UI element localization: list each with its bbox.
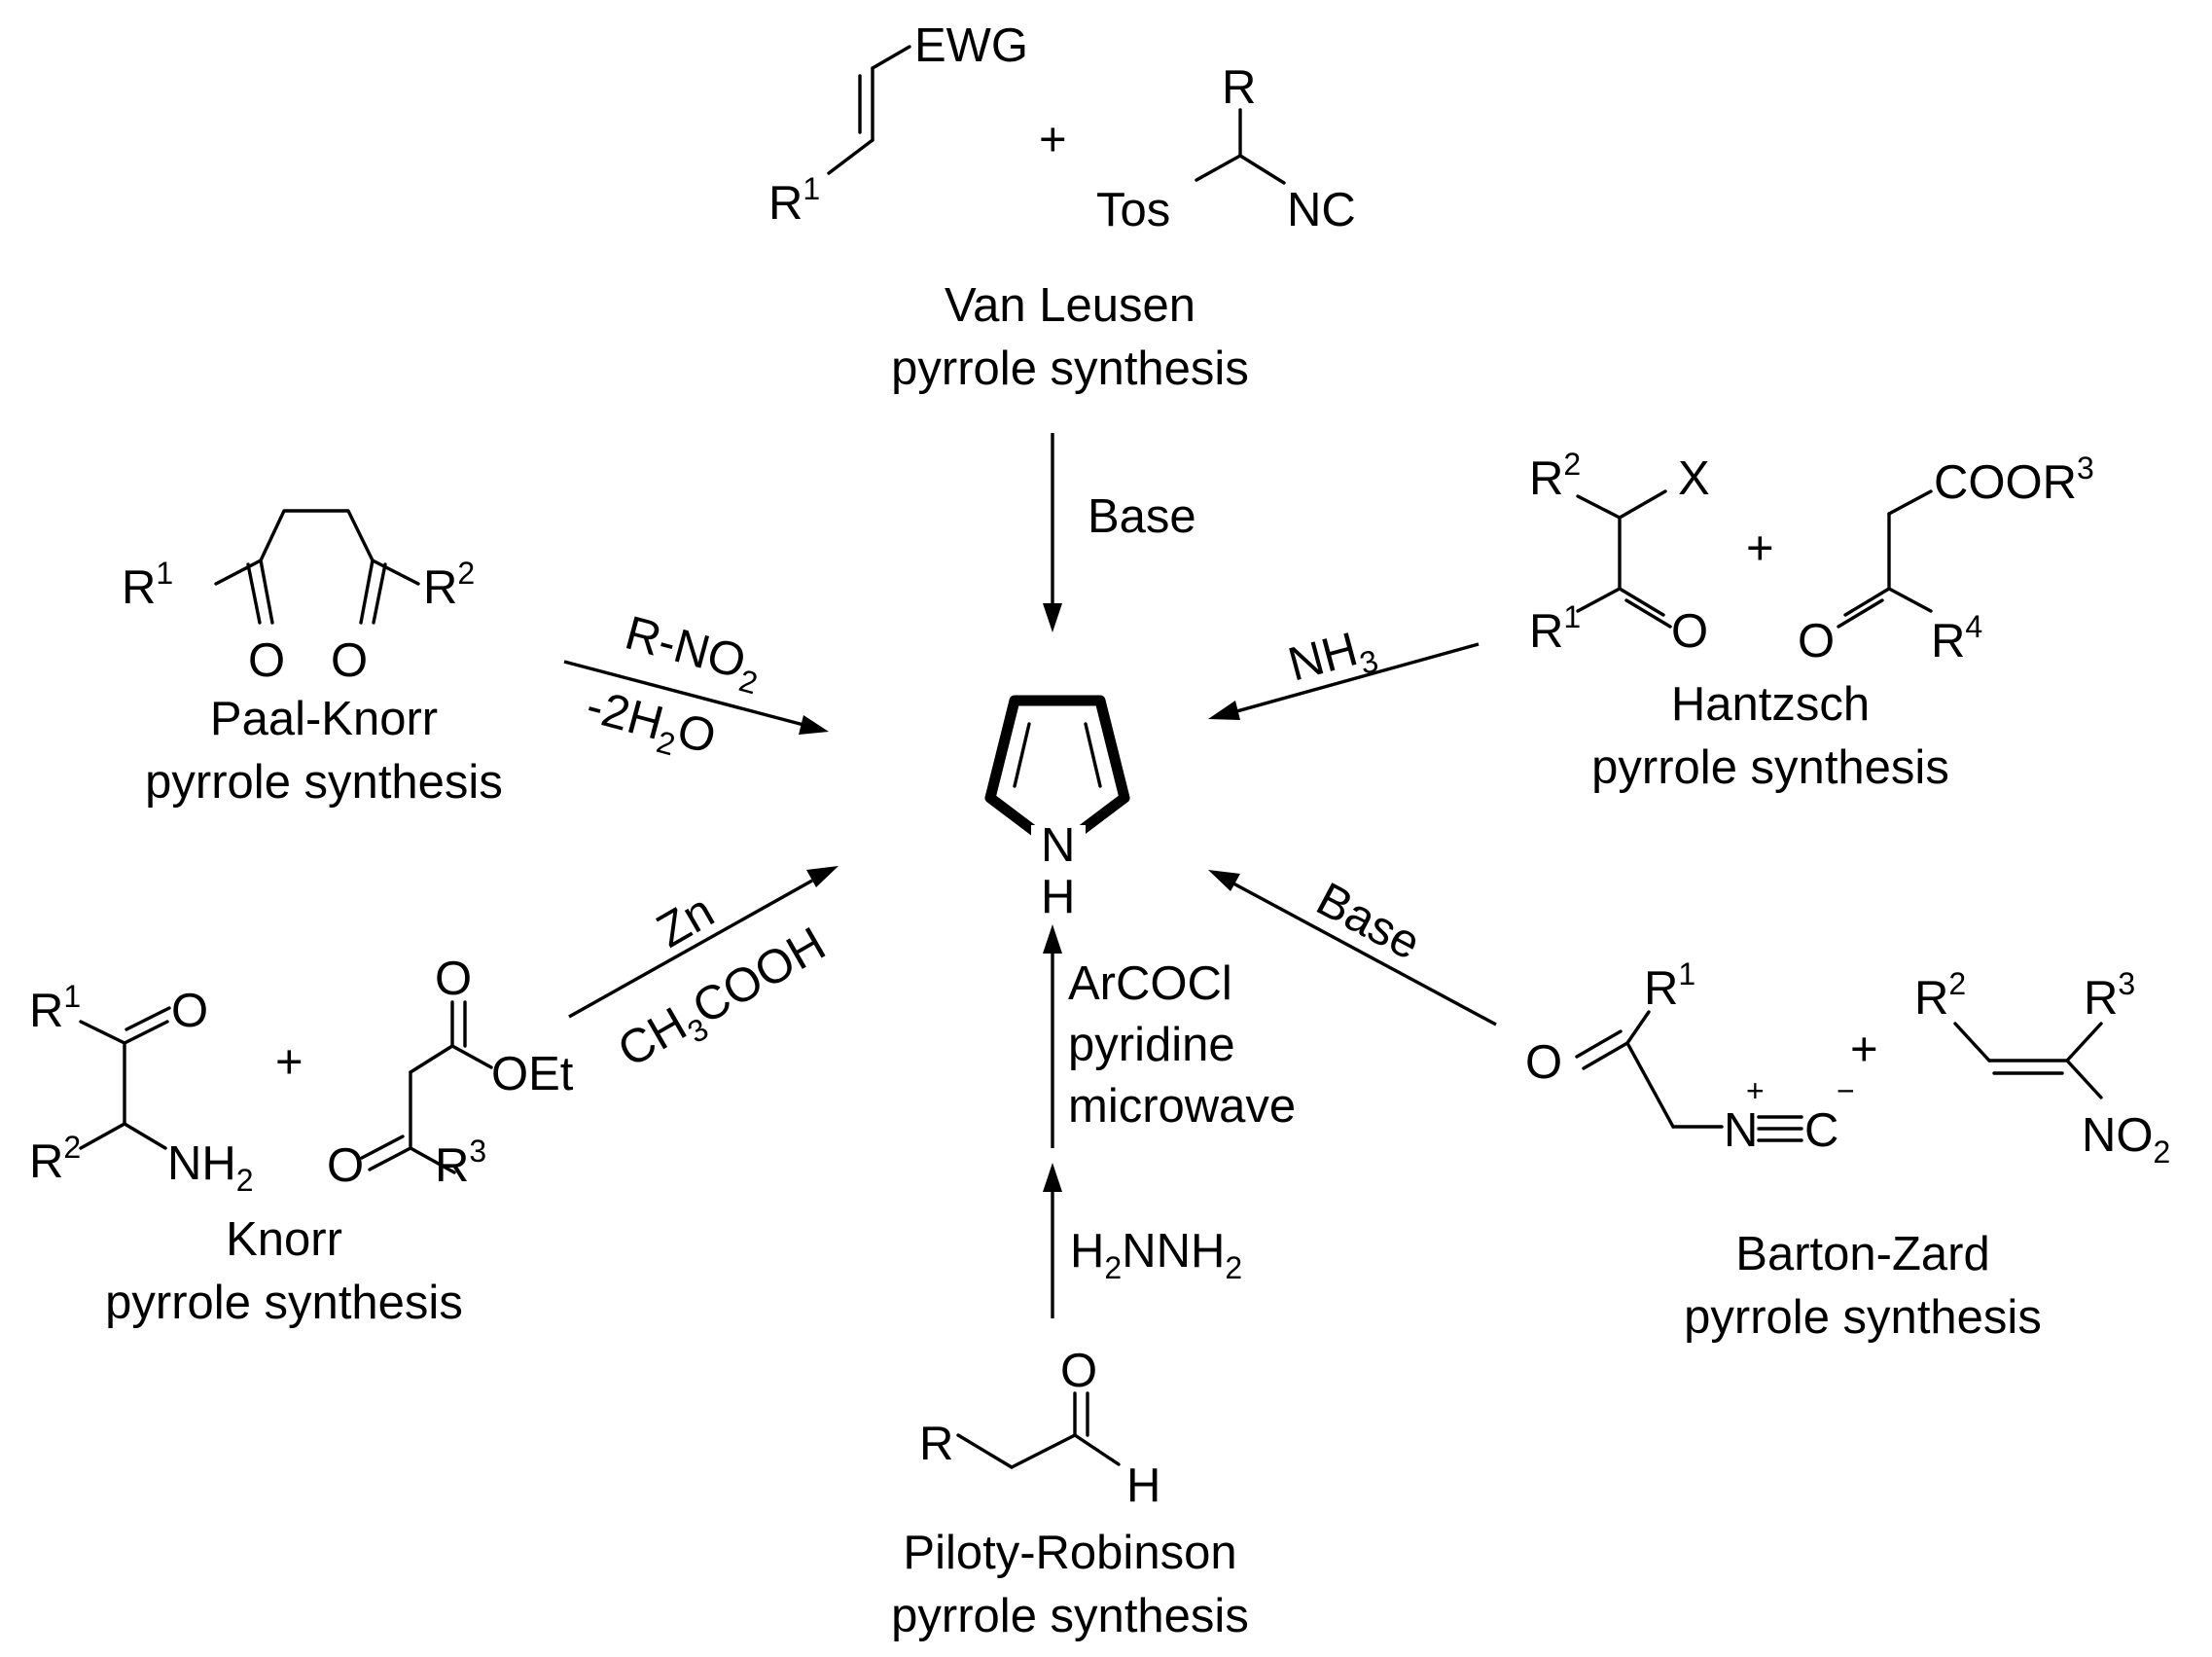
r1-label: R1: [122, 556, 173, 614]
knorr-reagent-bottom: CH3COOH: [610, 918, 838, 1084]
ewg-label: EWG: [914, 19, 1028, 72]
o-ester-label: O: [435, 953, 472, 1005]
o-ketone-label: O: [327, 1139, 364, 1192]
tos-label: Tos: [1096, 184, 1170, 236]
r2-label: R2: [29, 1130, 81, 1188]
h-label: H: [1126, 1459, 1160, 1512]
o-left-label: O: [1671, 605, 1708, 658]
van-leusen-subtitle: pyrrole synthesis: [891, 342, 1249, 395]
piloty-robinson-subtitle: pyrrole synthesis: [891, 1590, 1249, 1642]
oet-label: OEt: [491, 1048, 574, 1100]
r3-label: R3: [435, 1134, 486, 1192]
knorr-subtitle: pyrrole synthesis: [105, 1277, 463, 1329]
pyrrole-ring: [984, 695, 1130, 854]
coor-label: COOR3: [1934, 450, 2094, 509]
c-label: C: [1804, 1104, 1838, 1157]
plus-sign: +: [275, 1036, 303, 1089]
r2-label: R2: [423, 556, 475, 614]
r1-label: R1: [1529, 599, 1581, 658]
r1-label: R1: [1644, 956, 1695, 1015]
barton-zard-reaction: O R1 N + C − + R2 R3 NO2 Barton-Zard pyr…: [1208, 870, 2170, 1344]
pyrrole-double-bond-left: [1013, 722, 1031, 788]
x-label: X: [1678, 452, 1710, 505]
piloty-robinson-reagent-upper-2: pyridine: [1068, 1019, 1235, 1071]
piloty-robinson-reagent-upper-1: ArCOCl: [1068, 957, 1232, 1010]
paal-knorr-arrow: [563, 660, 808, 728]
piloty-robinson-reaction: R O H Piloty-Robinson pyrrole synthesis …: [891, 924, 1296, 1642]
knorr-arrow: [568, 879, 813, 1019]
paal-knorr-reaction: R1 R2 O O Paal-Knorr pyrrole synthesis R…: [122, 509, 829, 809]
no2-label: NO2: [2082, 1109, 2170, 1170]
paal-knorr-name: Paal-Knorr: [210, 693, 438, 745]
knorr-name: Knorr: [226, 1213, 342, 1266]
van-leusen-reaction: EWG R1 + R Tos NC Van Leusen pyrrole syn…: [768, 19, 1356, 632]
r-label: R: [1222, 61, 1256, 114]
o-right-label: O: [1798, 615, 1835, 667]
r1-label: R1: [29, 979, 81, 1037]
r2-label: R2: [1529, 447, 1581, 505]
barton-zard-name: Barton-Zard: [1735, 1228, 1989, 1280]
n-charge: +: [1746, 1073, 1765, 1108]
paal-knorr-reagent-bottom: -2H2O: [579, 679, 721, 772]
plus-sign: +: [1039, 114, 1067, 166]
pyrrole-product: N H: [984, 695, 1130, 923]
r4-label: R4: [1931, 609, 1982, 667]
nh2-label: NH2: [167, 1137, 254, 1198]
knorr-reagent-top: Zn: [649, 884, 724, 957]
plus-sign: +: [1850, 1024, 1878, 1076]
r-label: R: [919, 1418, 953, 1470]
barton-zard-subtitle: pyrrole synthesis: [1684, 1291, 2042, 1344]
van-leusen-name: Van Leusen: [945, 279, 1195, 332]
piloty-robinson-name: Piloty-Robinson: [903, 1527, 1236, 1579]
hantzsch-subtitle: pyrrole synthesis: [1591, 741, 1949, 794]
hantzsch-reagent: NH3: [1283, 619, 1382, 700]
pyrrole-double-bond-right: [1084, 722, 1102, 788]
hantzsch-reaction: R2 X R1 O + COOR3 O R4 Hantzsch pyrrole …: [1208, 447, 2094, 794]
r3-label: R3: [2084, 966, 2135, 1025]
hantzsch-arrow: [1232, 642, 1480, 714]
paal-knorr-subtitle: pyrrole synthesis: [145, 756, 503, 809]
piloty-robinson-reagent-upper-3: microwave: [1068, 1080, 1296, 1133]
paal-knorr-reagent-top: R-NO2: [618, 606, 767, 701]
o-label: O: [1060, 1345, 1097, 1397]
o-label: O: [1525, 1036, 1562, 1089]
plus-sign: +: [1746, 522, 1774, 575]
knorr-reaction: R1 O R2 NH2 + O OEt O R3 Knorr pyrrole s…: [29, 866, 838, 1329]
c-charge: −: [1837, 1073, 1855, 1108]
hantzsch-name: Hantzsch: [1671, 678, 1870, 731]
o-top-label: O: [171, 985, 208, 1037]
nc-label: NC: [1287, 184, 1356, 236]
van-leusen-reagent: Base: [1088, 490, 1196, 543]
n-label: N: [1724, 1104, 1758, 1157]
pyrrole-n-atom: N: [1041, 819, 1075, 872]
piloty-robinson-reagent-lower: H2NNH2: [1070, 1225, 1242, 1285]
r1-label: R1: [768, 171, 820, 230]
o-left-label: O: [248, 634, 285, 687]
pyrrole-h-atom: H: [1041, 871, 1075, 923]
barton-zard-arrow: [1232, 882, 1497, 1027]
r2-label: R2: [1914, 966, 1966, 1025]
o-right-label: O: [331, 634, 368, 687]
